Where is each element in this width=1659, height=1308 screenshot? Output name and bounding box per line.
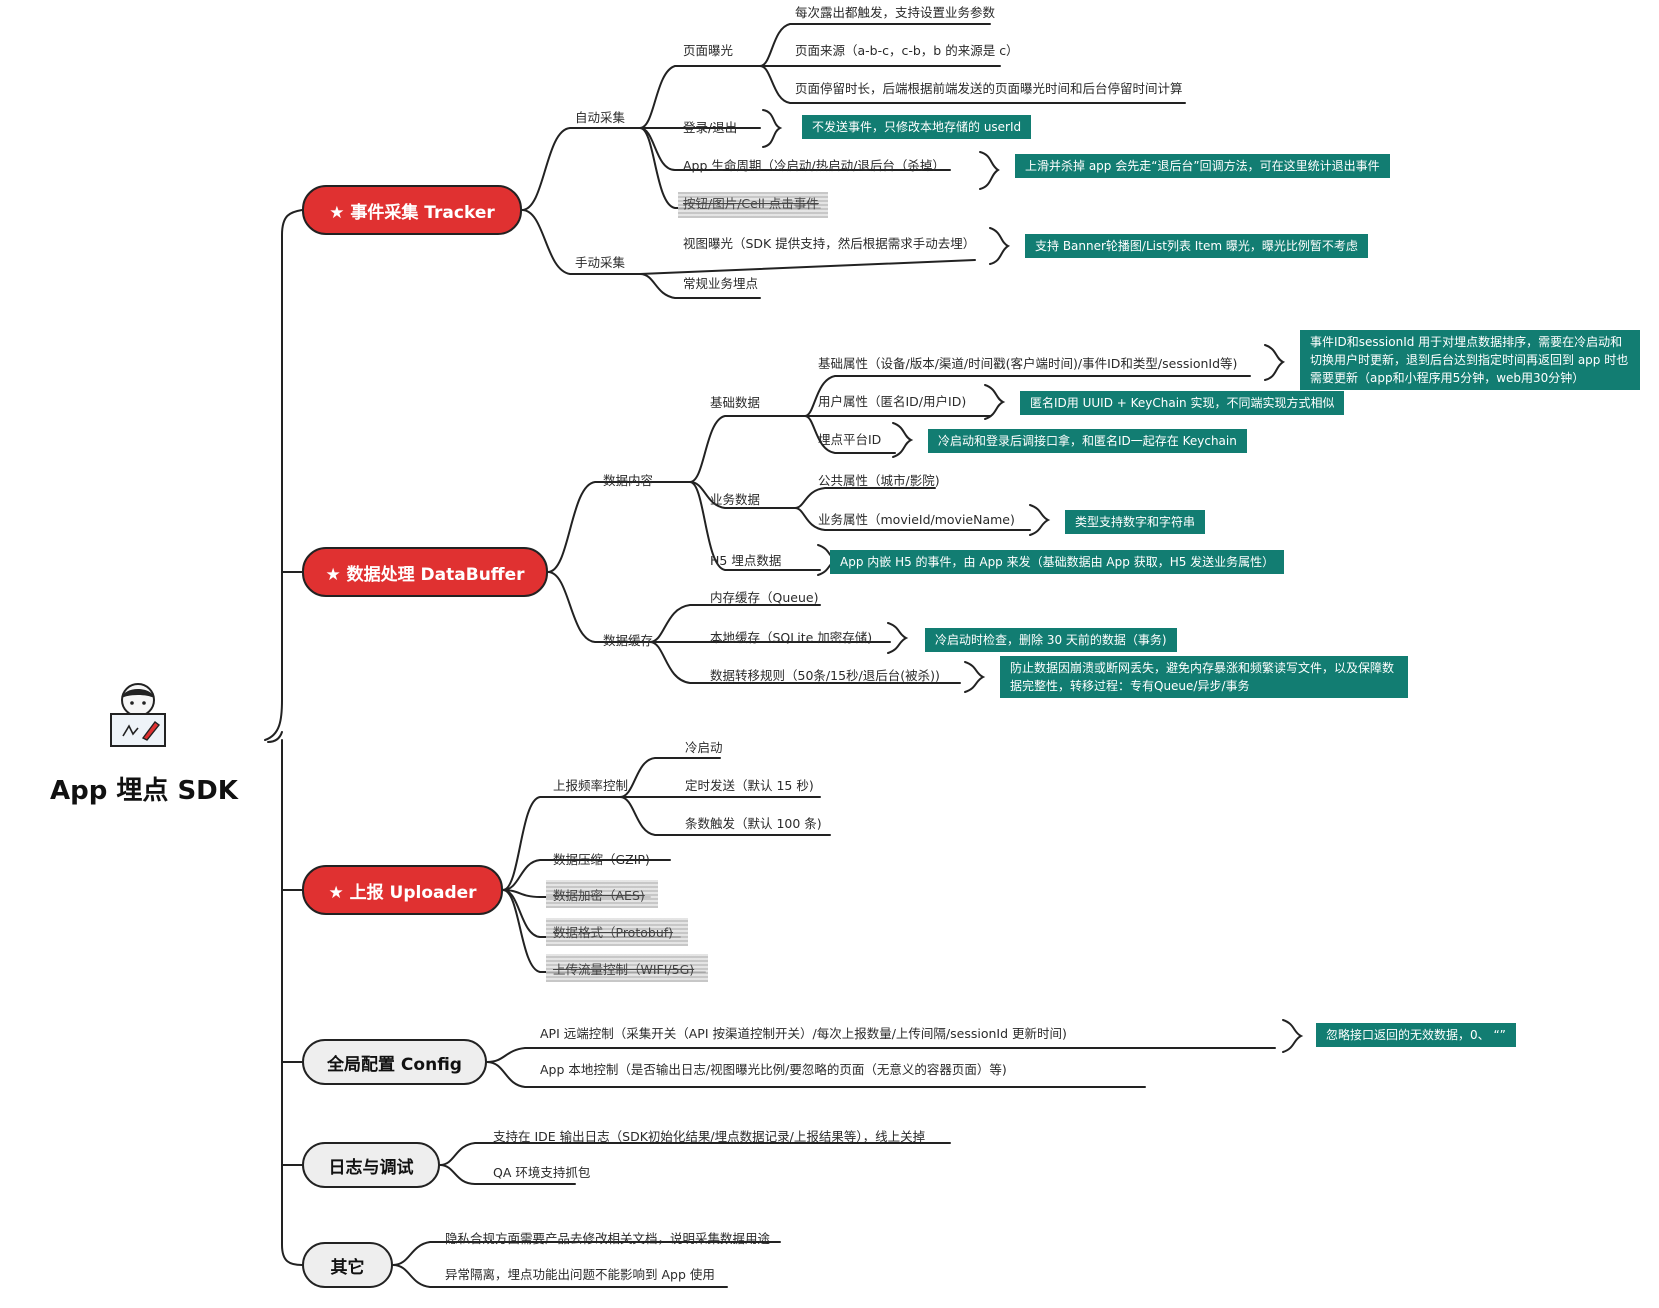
public-attr-label: 公共属性（城市/影院) <box>818 473 940 488</box>
exception-isolation-label: 异常隔离，埋点功能出问题不能影响到 App 使用 <box>445 1267 715 1282</box>
root-spine <box>264 209 303 741</box>
view-exposure-label: 视图曝光（SDK 提供支持，然后根据需求手动去埋） <box>683 236 976 251</box>
biz-attr-note: 类型支持数字和字符串 <box>1065 510 1206 534</box>
view-exposure-note: 支持 Banner轮播图/List列表 Item 曝光，曝光比例暂不考虑 <box>1025 234 1368 258</box>
log-debug-node[interactable]: 日志与调试 <box>302 1142 440 1188</box>
basic-attr-label: 基础属性（设备/版本/渠道/时间戳(客户端时间)/事件ID和类型/session… <box>818 356 1238 371</box>
h5-data-label: H5 埋点数据 <box>710 553 782 568</box>
memory-cache-label: 内存缓存（Queue) <box>710 590 819 605</box>
gzip-label: 数据压缩（GZIP) <box>553 852 650 867</box>
transfer-rule-label: 数据转移规则（50条/15秒/退后台(被杀)) <box>710 668 940 683</box>
protobuf-hatch <box>546 918 688 946</box>
local-cache-label: 本地缓存（SQLite 加密存储) <box>710 630 873 645</box>
login-logout-label: 登录/退出 <box>683 120 738 135</box>
regular-tracking-label: 常规业务埋点 <box>683 276 759 291</box>
page-exposure-item-1: 每次露出都触发，支持设置业务参数 <box>795 5 996 20</box>
login-note: 不发送事件，只修改本地存储的 userId <box>802 115 1032 139</box>
biz-attr-label: 业务属性（movieId/movieName) <box>818 512 1015 527</box>
databuffer-node[interactable]: ★ 数据处理 DataBuffer <box>302 547 548 597</box>
root-to-spine <box>267 731 283 743</box>
page-exposure-label: 页面曝光 <box>683 43 734 58</box>
aes-label: 数据加密（AES) <box>553 888 645 903</box>
privacy-label: 隐私合规方面需要产品去修改相关文档，说明采集数据用途 <box>445 1231 771 1246</box>
aes-hatch <box>546 880 658 908</box>
upload-frequency-label: 上报频率控制 <box>553 778 629 793</box>
h5-note: App 内嵌 H5 的事件，由 App 来发（基础数据由 App 获取，H5 发… <box>830 550 1285 574</box>
traffic-label: 上传流量控制（WIFI/5G) <box>553 962 695 977</box>
auto-collect-label: 自动采集 <box>575 110 626 125</box>
basic-attr-note: 事件ID和sessionId 用于对埋点数据排序，需要在冷启动和切换用户时更新，… <box>1300 330 1640 390</box>
data-content-label: 数据内容 <box>603 473 654 488</box>
manual-collect-label: 手动采集 <box>575 255 626 270</box>
developer-avatar-icon <box>110 683 166 747</box>
root-spine-lower <box>281 739 303 1266</box>
page-exposure-item-3: 页面停留时长，后端根据前端发送的页面曝光时间和后台停留时间计算 <box>795 81 1183 96</box>
transfer-rule-note: 防止数据因崩溃或断网丢失，避免内存暴涨和频繁读写文件，以及保障数据完整性，转移过… <box>1000 656 1408 698</box>
root-title: App 埋点 SDK <box>50 776 238 806</box>
user-attr-note: 匿名ID用 UUID + KeyChain 实现，不同端实现方式相似 <box>1020 391 1345 415</box>
click-hatch <box>678 192 828 218</box>
tracker-node[interactable]: ★ 事件采集 Tracker <box>302 185 522 235</box>
lifecycle-note: 上滑并杀掉 app 会先走“退后台”回调方法，可在这里统计退出事件 <box>1015 154 1390 178</box>
platform-id-note: 冷启动和登录后调接口拿，和匿名ID一起存在 Keychain <box>928 429 1247 453</box>
ide-log-label: 支持在 IDE 输出日志（SDK初始化结果/埋点数据记录/上报结果等），线上关掉 <box>493 1129 926 1144</box>
page-exposure-item-2: 页面来源（a-b-c，c-b，b 的来源是 c） <box>795 43 1019 58</box>
app-local-control: App 本地控制（是否输出日志/视图曝光比例/要忽略的页面（无意义的容器页面）等… <box>540 1062 1007 1077</box>
basic-data-label: 基础数据 <box>710 395 761 410</box>
count-trigger-label: 条数触发（默认 100 条) <box>685 816 822 831</box>
biz-data-label: 业务数据 <box>710 492 761 507</box>
traffic-hatch <box>546 954 708 982</box>
uploader-node[interactable]: ★ 上报 Uploader <box>302 865 503 915</box>
api-remote-note: 忽略接口返回的无效数据，0、 “” <box>1316 1023 1516 1047</box>
timer-label: 定时发送（默认 15 秒) <box>685 778 814 793</box>
qa-capture-label: QA 环境支持抓包 <box>493 1165 591 1180</box>
cold-start-label: 冷启动 <box>685 740 723 755</box>
click-event-label: 按钮/图片/Cell 点击事件 <box>683 196 819 211</box>
api-remote-control: API 远端控制（采集开关（API 按渠道控制开关）/每次上报数量/上传间隔/s… <box>540 1026 1067 1041</box>
platform-id-label: 埋点平台ID <box>818 432 882 447</box>
protobuf-label: 数据格式（Protobuf) <box>553 925 674 940</box>
other-node[interactable]: 其它 <box>302 1242 393 1288</box>
config-node[interactable]: 全局配置 Config <box>302 1039 487 1085</box>
data-cache-label: 数据缓存 <box>603 633 654 648</box>
lifecycle-label: App 生命周期（冷启动/热启动/退后台（杀掉） <box>683 158 945 173</box>
user-attr-label: 用户属性（匿名ID/用户ID) <box>818 394 967 409</box>
local-cache-note: 冷启动时检查，删除 30 天前的数据（事务) <box>925 628 1177 652</box>
